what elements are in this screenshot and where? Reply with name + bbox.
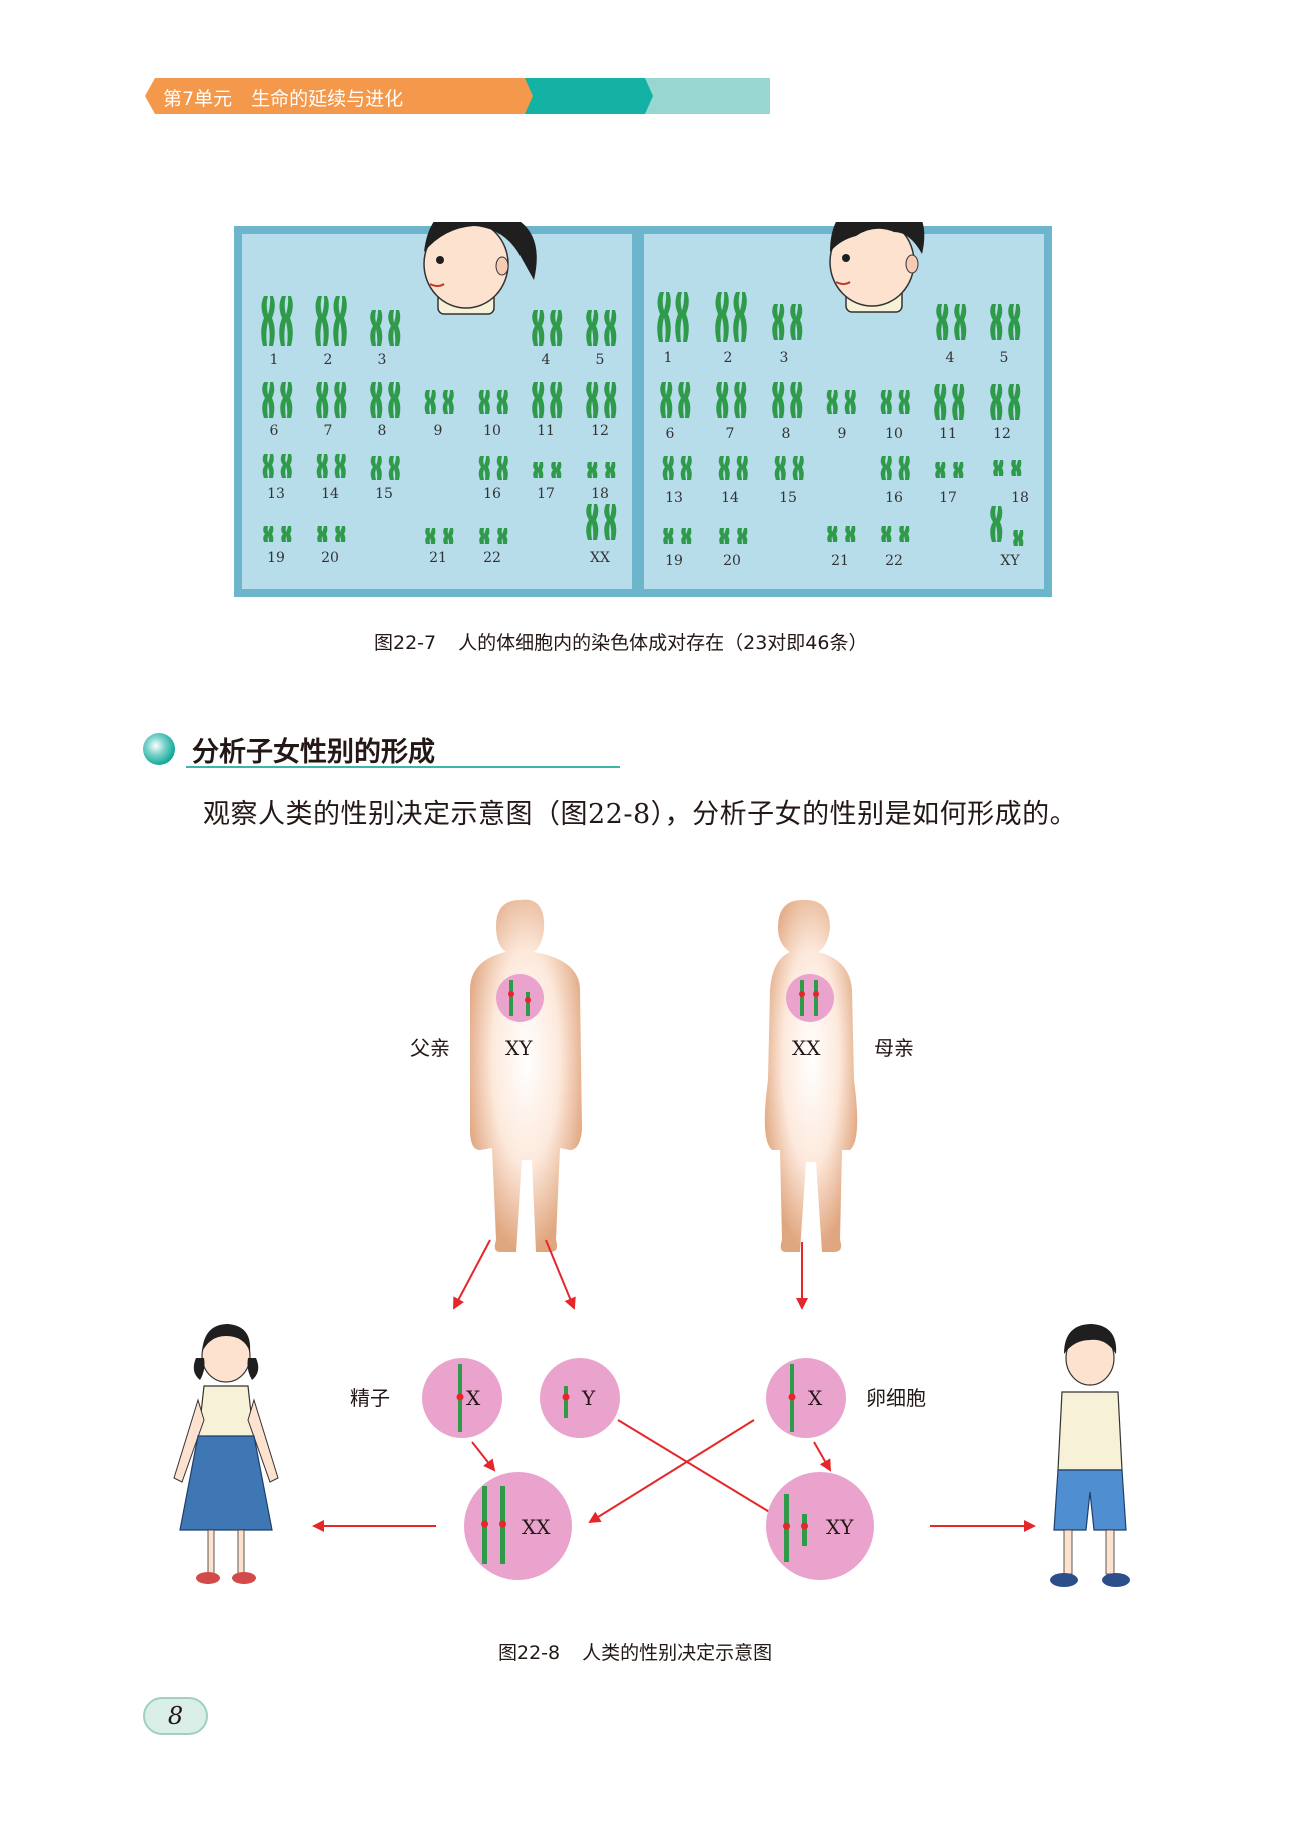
male-num-11: 11 bbox=[939, 426, 957, 442]
father-label: 父亲 bbox=[410, 1036, 450, 1060]
sperm-x-label: X bbox=[466, 1386, 481, 1410]
daughter-illustration bbox=[173, 1324, 279, 1584]
body-paragraph: 观察人类的性别决定示意图（图22-8），分析子女的性别是如何形成的。 bbox=[203, 799, 1078, 830]
arrow-sperm-x-to-xx bbox=[471, 1441, 496, 1472]
male-num-10: 10 bbox=[885, 426, 903, 442]
section-bullet-icon bbox=[143, 733, 175, 765]
male-num-17: 17 bbox=[939, 490, 957, 506]
male-num-18: 18 bbox=[1011, 490, 1029, 506]
figure-22-7-number: 图22-7 bbox=[374, 632, 437, 654]
zygote-xx-label: XX bbox=[522, 1515, 551, 1539]
sperm-x-cell bbox=[422, 1358, 502, 1438]
male-num-1: 1 bbox=[664, 350, 673, 366]
male-num-3: 3 bbox=[780, 350, 789, 366]
sex-determination-diagram: XY 父亲 XX 母亲 X 精子 bbox=[150, 880, 1160, 1620]
page-number-shape bbox=[143, 1697, 208, 1735]
egg-x-label: X bbox=[808, 1386, 823, 1410]
male-num-4: 4 bbox=[946, 350, 955, 366]
arrow-egg-to-xy bbox=[813, 1441, 831, 1472]
figure-22-8-text: 人类的性别决定示意图 bbox=[582, 1642, 773, 1664]
female-number-labels: 1 2 3 4 5 6 7 8 9 10 11 12 13 14 15 16 1… bbox=[267, 352, 610, 566]
female-num-8: 8 bbox=[378, 423, 387, 439]
section-title: 分析子女性别的形成 bbox=[192, 737, 435, 768]
karyotype-figure: 1 2 3 4 5 6 7 8 9 10 11 12 13 14 15 16 1… bbox=[234, 196, 1052, 597]
unit-banner-shape bbox=[145, 78, 770, 114]
sperm-label: 精子 bbox=[350, 1386, 390, 1410]
sex-diagram-svg: XY 父亲 XX 母亲 X 精子 bbox=[173, 899, 1130, 1587]
unit-label: 第7单元 生命的延续与进化 bbox=[163, 88, 404, 110]
male-num-22: 22 bbox=[885, 553, 903, 569]
female-num-16: 16 bbox=[483, 486, 501, 502]
female-num-6: 6 bbox=[270, 423, 279, 439]
figure-22-8-caption: 图22-8 人类的性别决定示意图 bbox=[498, 1638, 772, 1665]
female-num-14: 14 bbox=[321, 486, 339, 502]
male-number-labels: 1 2 3 4 5 6 7 8 9 10 11 12 13 14 15 16 1… bbox=[664, 350, 1029, 569]
female-num-3: 3 bbox=[378, 352, 387, 368]
karyotype-svg: 1 2 3 4 5 6 7 8 9 10 11 12 13 14 15 16 1… bbox=[234, 196, 1052, 597]
male-num-19: 19 bbox=[665, 553, 683, 569]
female-num-10: 10 bbox=[483, 423, 501, 439]
male-num-9: 9 bbox=[838, 426, 847, 442]
female-num-20: 20 bbox=[321, 550, 339, 566]
female-num-17: 17 bbox=[537, 486, 555, 502]
female-num-1: 1 bbox=[270, 352, 279, 368]
zygote-xy-cell bbox=[766, 1472, 874, 1580]
father-chromosomes: XY bbox=[505, 1036, 533, 1060]
female-num-2: 2 bbox=[324, 352, 333, 368]
son-illustration bbox=[1050, 1324, 1130, 1587]
zygote-xx-cell bbox=[464, 1472, 572, 1580]
male-num-8: 8 bbox=[782, 426, 791, 442]
male-num-12: 12 bbox=[993, 426, 1011, 442]
arrow-egg-to-xx bbox=[588, 1419, 755, 1524]
male-num-5: 5 bbox=[1000, 350, 1009, 366]
female-num-4: 4 bbox=[542, 352, 551, 368]
female-num-xx: XX bbox=[590, 550, 610, 566]
female-num-19: 19 bbox=[267, 550, 285, 566]
mother-silhouette bbox=[764, 899, 858, 1252]
father-silhouette bbox=[470, 899, 582, 1252]
male-num-16: 16 bbox=[885, 490, 903, 506]
female-num-9: 9 bbox=[434, 423, 443, 439]
mother-label: 母亲 bbox=[874, 1036, 914, 1060]
mother-chromosomes: XX bbox=[792, 1036, 821, 1060]
female-num-15: 15 bbox=[375, 486, 393, 502]
unit-banner: 第7单元 生命的延续与进化 bbox=[145, 78, 770, 114]
figure-22-8-number: 图22-8 bbox=[498, 1642, 561, 1664]
male-num-14: 14 bbox=[721, 490, 739, 506]
male-num-7: 7 bbox=[726, 426, 735, 442]
arrow-father-to-sperm-y bbox=[545, 1239, 576, 1310]
male-num-xy: XY bbox=[1000, 553, 1020, 569]
female-num-5: 5 bbox=[596, 352, 605, 368]
female-num-13: 13 bbox=[267, 486, 285, 502]
female-num-18: 18 bbox=[591, 486, 609, 502]
female-num-21: 21 bbox=[429, 550, 447, 566]
female-num-11: 11 bbox=[537, 423, 555, 439]
female-num-22: 22 bbox=[483, 550, 501, 566]
figure-22-7-caption: 图22-7 人的体细胞内的染色体成对存在（23对即46条） bbox=[374, 628, 867, 655]
male-num-21: 21 bbox=[831, 553, 849, 569]
sperm-y-cell bbox=[540, 1358, 620, 1438]
male-num-13: 13 bbox=[665, 490, 683, 506]
male-num-6: 6 bbox=[666, 426, 675, 442]
female-num-12: 12 bbox=[591, 423, 609, 439]
male-num-2: 2 bbox=[724, 350, 733, 366]
egg-x-cell bbox=[766, 1358, 846, 1438]
page-number: 8 bbox=[167, 1702, 184, 1730]
male-num-20: 20 bbox=[723, 553, 741, 569]
section-underline bbox=[186, 766, 620, 768]
male-num-15: 15 bbox=[779, 490, 797, 506]
egg-label: 卵细胞 bbox=[866, 1386, 926, 1410]
zygote-xy-label: XY bbox=[826, 1515, 854, 1539]
sperm-y-label: Y bbox=[581, 1386, 596, 1410]
arrow-father-to-sperm-x bbox=[453, 1239, 491, 1310]
page-number-badge: 8 bbox=[143, 1697, 208, 1735]
figure-22-7-text: 人的体细胞内的染色体成对存在（23对即46条） bbox=[458, 632, 868, 654]
female-num-7: 7 bbox=[324, 423, 333, 439]
arrow-sperm-y-to-xy bbox=[617, 1419, 788, 1524]
